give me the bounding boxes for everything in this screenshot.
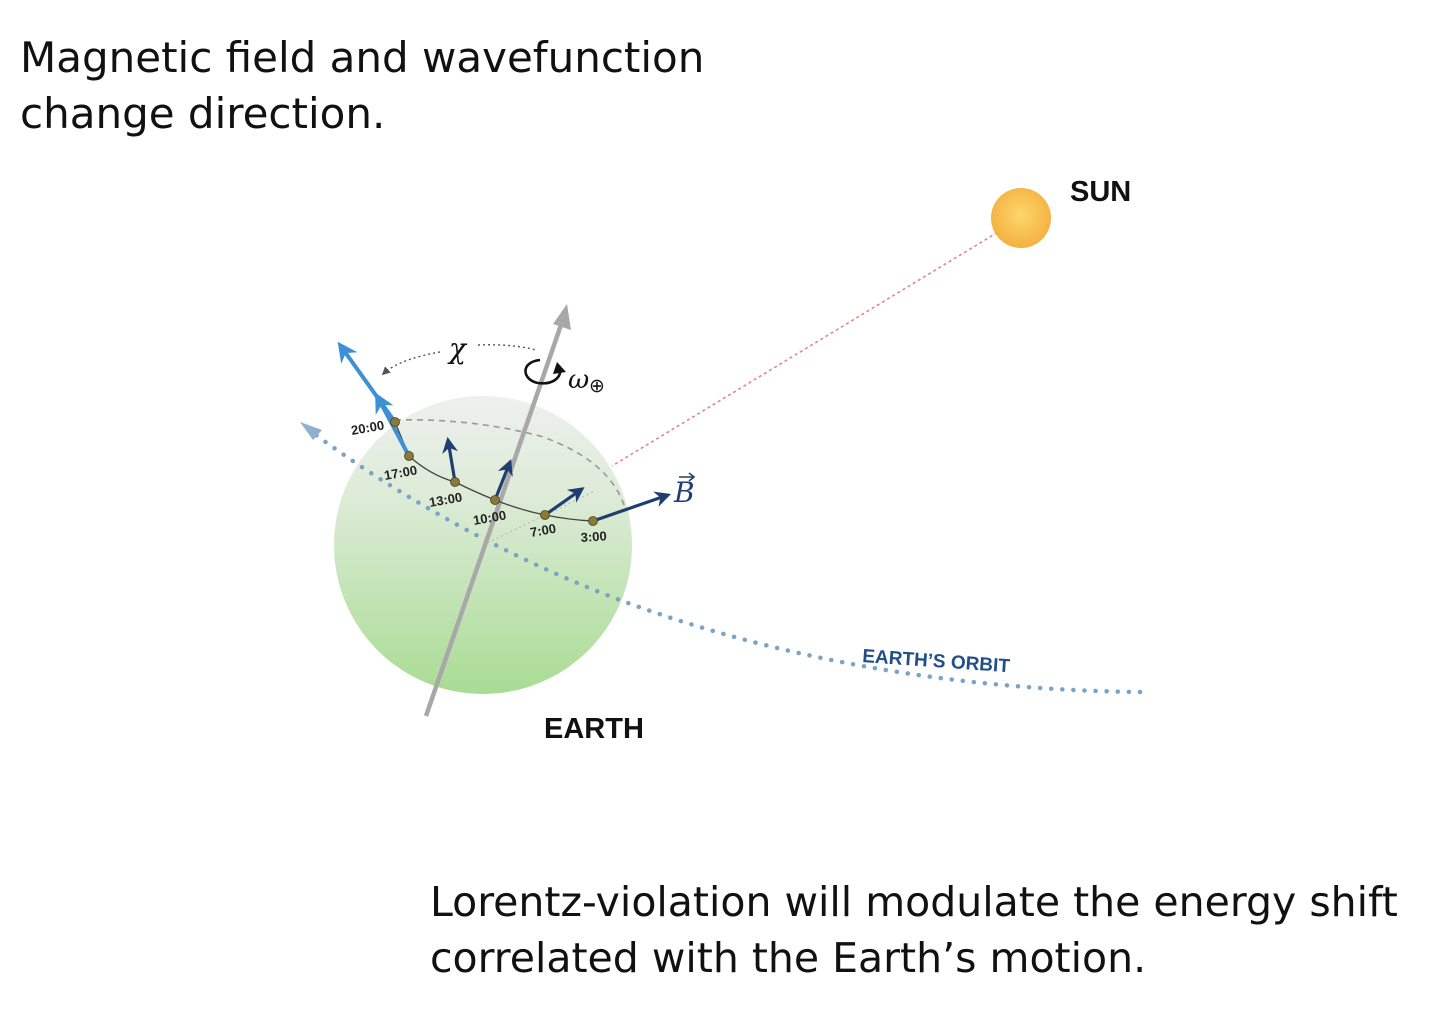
field-arrow-10 <box>493 459 513 501</box>
omega-subscript: ⊕ <box>589 375 605 397</box>
orbit-path <box>309 429 1143 695</box>
orbit-label: EARTH’S ORBIT <box>862 646 1011 677</box>
field-vector-arrow-icon <box>679 472 696 482</box>
equator-arc <box>394 419 626 509</box>
time-dot-17 <box>404 451 414 461</box>
orbit-arrowhead <box>300 422 322 440</box>
field-arrow-7 <box>544 487 585 517</box>
chi-angle-arc-right <box>477 344 537 351</box>
time-dot-10 <box>490 495 500 505</box>
field-arrow-3 <box>592 491 672 523</box>
omega-symbol: ω <box>568 365 589 395</box>
time-label-7: 7:00 <box>529 521 557 540</box>
rotation-axis-arrowhead <box>553 304 571 330</box>
rotation-arrow-head-icon <box>553 362 566 374</box>
chi-symbol: χ <box>447 332 468 365</box>
caption-line-1: Lorentz-violation will modulate the ener… <box>430 878 1398 926</box>
sun-shape <box>991 188 1051 248</box>
heading-line-1: Magnetic field and wavefunction <box>20 33 705 82</box>
heading-line-2: change direction. <box>20 89 386 138</box>
time-dot-13 <box>450 477 460 487</box>
caption-line-2: correlated with the Earth’s motion. <box>430 934 1147 982</box>
field-symbol: B <box>673 476 695 509</box>
earth-label: EARTH <box>544 713 644 745</box>
field-arrow-13 <box>442 436 458 483</box>
sun-label: SUN <box>1070 176 1131 208</box>
time-dot-7 <box>540 510 550 520</box>
page-caption: Lorentz-violation will modulate the ener… <box>430 874 1398 986</box>
time-label-17: 17:00 <box>383 462 418 483</box>
time-label-13: 13:00 <box>428 489 463 510</box>
time-label-10: 10:00 <box>472 507 507 528</box>
chi-angle-arc-left <box>381 351 441 376</box>
time-dot-20 <box>390 417 400 427</box>
sun-ray-line <box>611 219 1019 467</box>
rotation-axis <box>423 321 565 717</box>
time-dots <box>390 417 598 526</box>
page-heading: Magnetic field and wavefunction change d… <box>20 30 704 142</box>
rotation-arrow-icon <box>524 358 562 385</box>
time-label-3: 3:00 <box>580 528 607 545</box>
time-label-20: 20:00 <box>350 417 385 438</box>
time-dot-3 <box>588 516 598 526</box>
